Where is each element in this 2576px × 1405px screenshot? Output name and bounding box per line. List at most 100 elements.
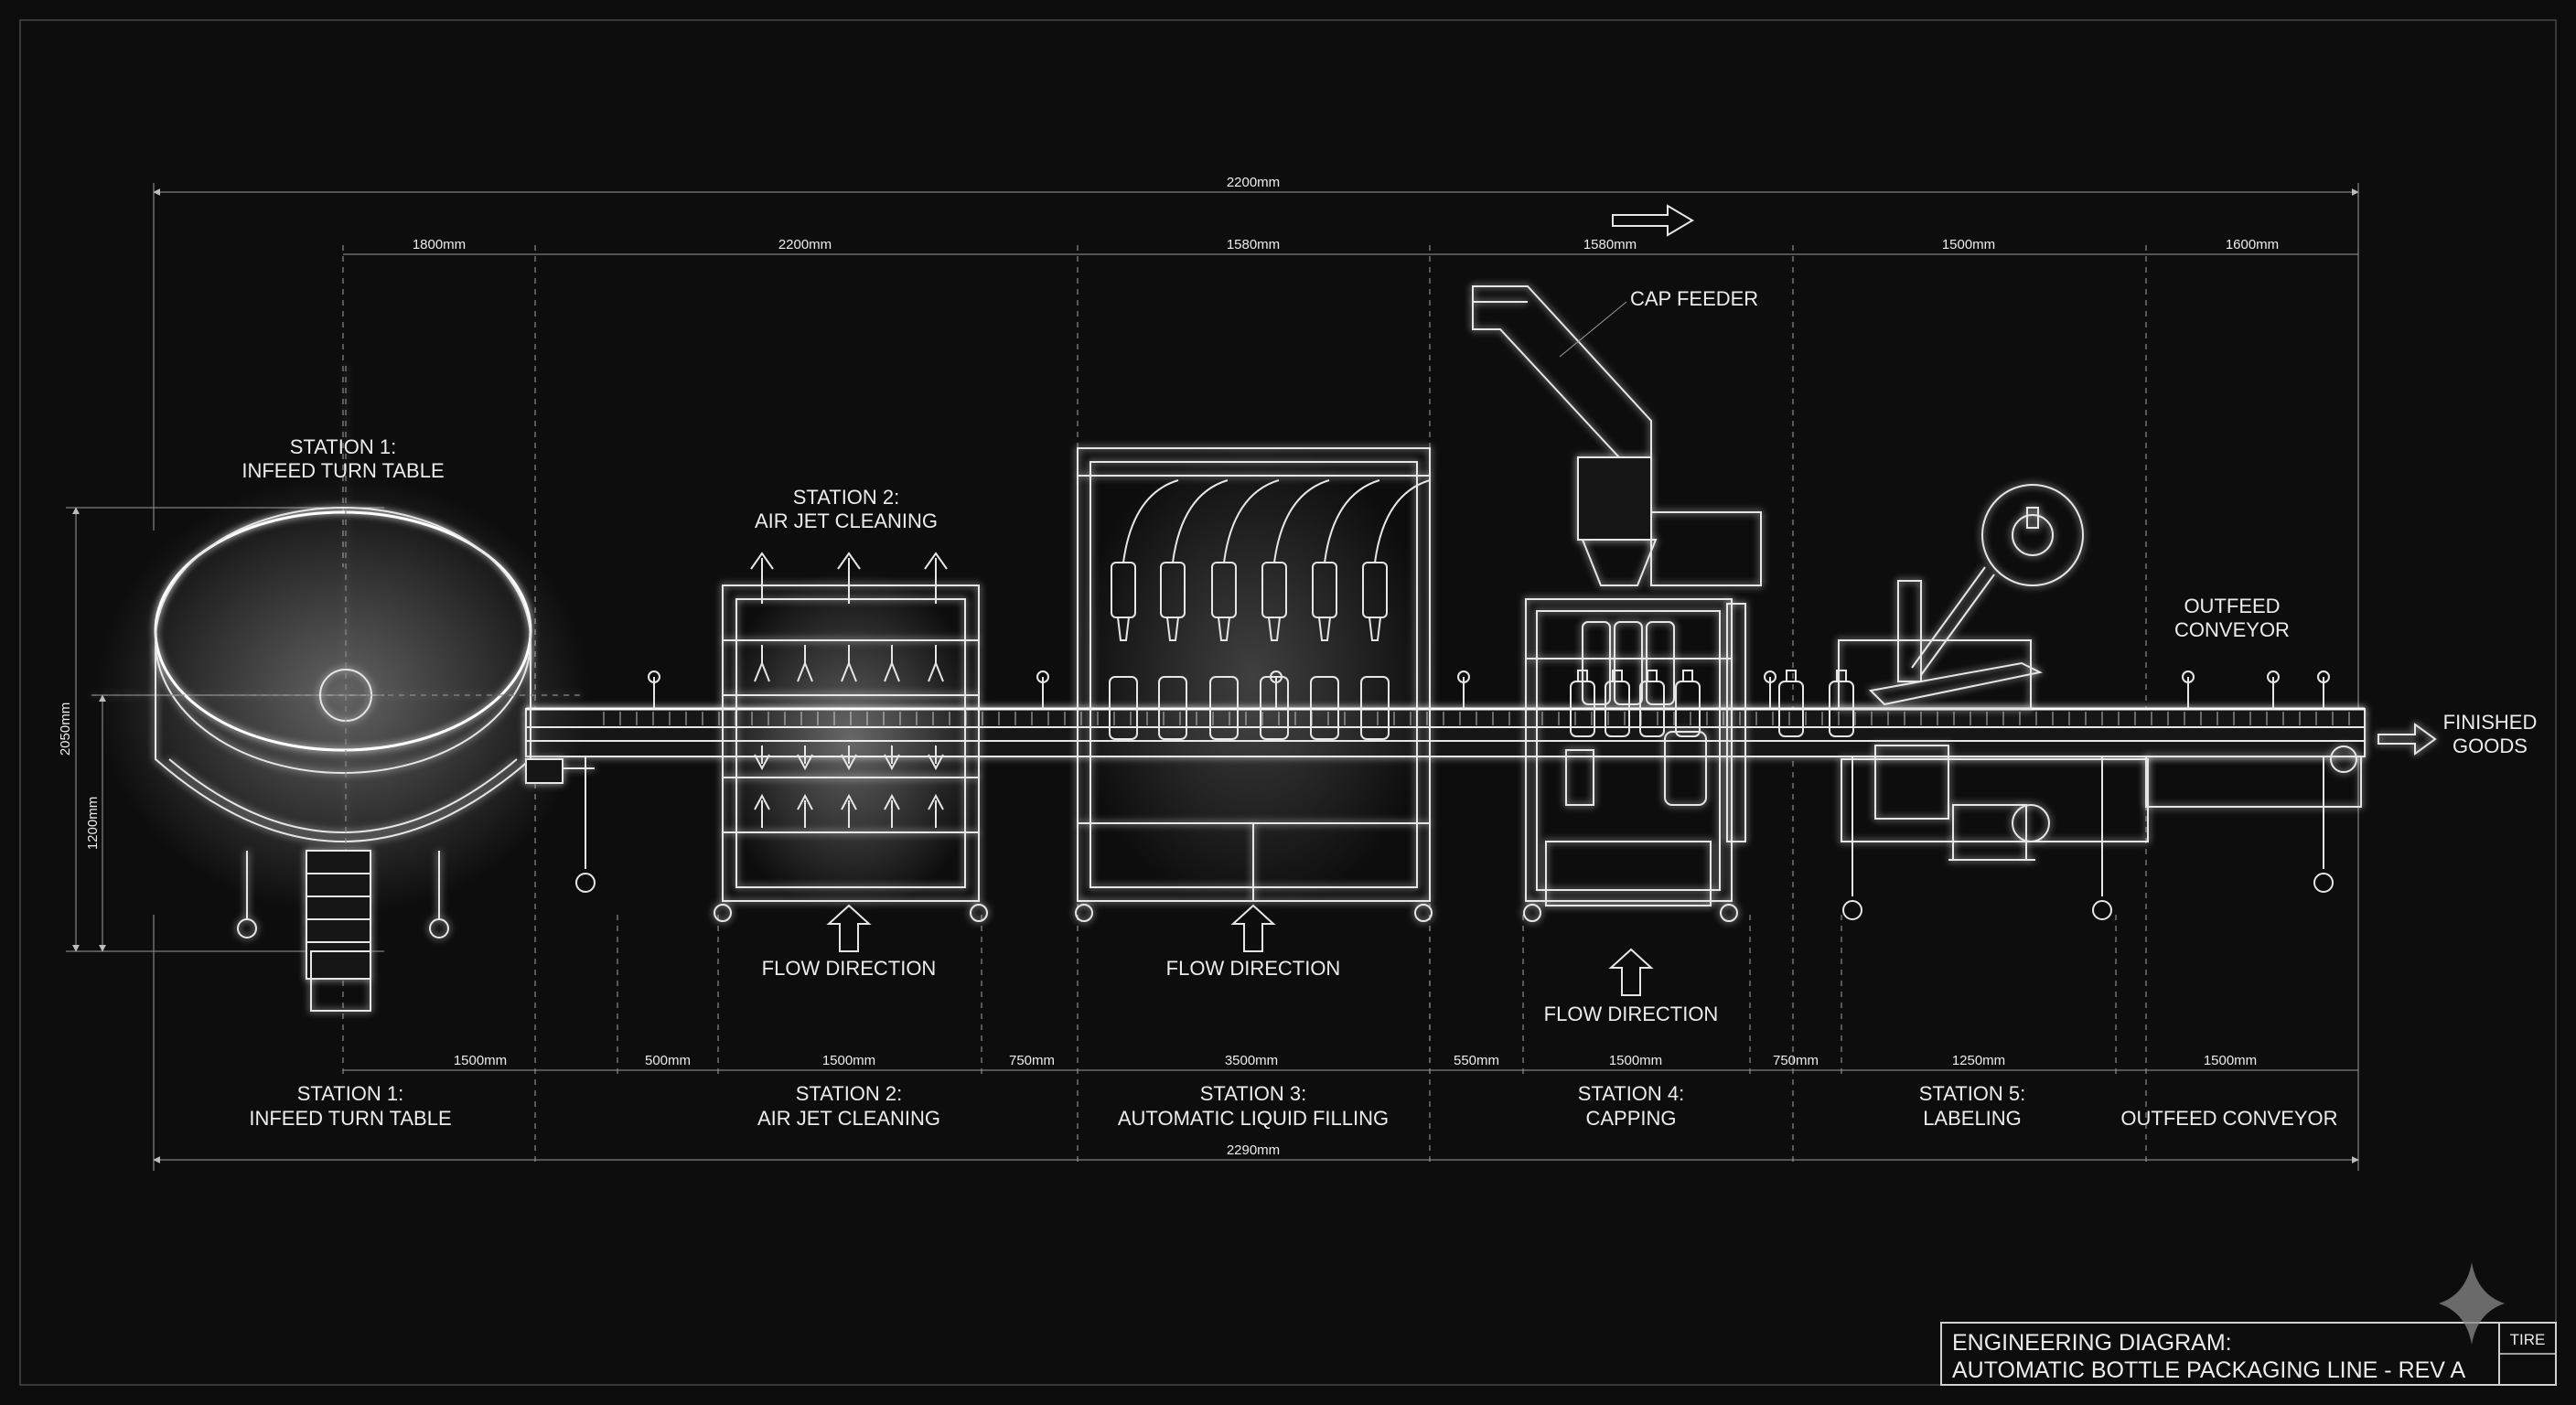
air-nozzle-bottom [754,745,770,771]
dim-bottom-seg-1: 1500mm [454,1053,507,1068]
flow-direction-label-2: FLOW DIRECTION [1166,957,1341,980]
filler-tip [1267,617,1282,641]
guide-knob [1270,670,1283,683]
cap-feeder-leader [1559,301,1627,358]
sparkle-icon [2439,1262,2505,1345]
dim-bottom-seg-2: 500mm [645,1053,691,1068]
bottle [1209,676,1239,740]
guide-knob [2317,670,2330,683]
drawing-frame [19,19,2557,1386]
air-flow-arrow [928,793,944,828]
svg-text:CONVEYOR: CONVEYOR [2174,618,2290,641]
svg-text:STATION 4:: STATION 4: [1578,1082,1685,1105]
guide-knob [1036,670,1049,683]
dim-bottom-seg-6: 550mm [1454,1053,1499,1068]
svg-text:FINISHED: FINISHED [2443,711,2538,734]
air-jet-nozzles [754,645,944,828]
filler-hose [1172,479,1229,563]
title-block: ENGINEERING DIAGRAM: AUTOMATIC BOTTLE PA… [1940,1322,2557,1386]
bottle [1310,676,1339,740]
flow-up-arrow-s4 [1608,948,1654,996]
bottle [1260,676,1289,740]
dim-top-seg-5: 1500mm [1942,237,1995,252]
bottle-neck [1786,670,1797,682]
dim-top-seg-2: 2200mm [778,237,832,252]
title-line-1: ENGINEERING DIAGRAM: [1952,1330,2232,1356]
svg-text:STATION 5:: STATION 5: [1919,1082,2026,1105]
station4-capping [1472,285,1762,922]
svg-text:STATION 2:: STATION 2: [793,486,900,509]
bottom-label-outfeed: OUTFEED CONVEYOR [2120,1107,2337,1130]
dim-bottom-seg-7: 1500mm [1609,1053,1662,1068]
filler-tip [1217,617,1231,641]
top-label-station1: STATION 1: INFEED TURN TABLE [242,435,444,482]
title-tag: TIRE [2510,1331,2546,1348]
station5-labeling [1838,484,2149,861]
dim-bottom-seg-9: 1250mm [1952,1053,2005,1068]
air-flow-arrow [754,793,770,828]
bottle [1158,676,1187,740]
dim-bottom-seg-5: 3500mm [1225,1053,1278,1068]
flow-direction-label-1: FLOW DIRECTION [762,957,937,980]
svg-text:LABELING: LABELING [1923,1107,2022,1130]
dim-overall-top: 2200mm [1227,175,1280,190]
guide-knob [1457,670,1470,683]
filler-tip [1165,617,1180,641]
bottle-neck [1577,670,1588,682]
air-nozzle-top [797,645,813,682]
flow-up-arrow-s3 [1230,904,1276,952]
dim-top-seg-6: 1600mm [2226,237,2279,252]
dim-bottom-seg-3: 1500mm [822,1053,875,1068]
svg-text:OUTFEED: OUTFEED [2184,595,2280,617]
filler-tip [1116,617,1131,641]
dim-overall-bottom: 2290mm [1227,1142,1280,1158]
bottom-label-station4: STATION 4: CAPPING [1578,1082,1685,1130]
svg-text:OUTFEED CONVEYOR: OUTFEED CONVEYOR [2120,1107,2337,1130]
guide-knob [648,670,660,683]
outfeed-conveyor [2145,723,2437,808]
filler-hose [1374,479,1431,563]
svg-text:STATION 1:: STATION 1: [297,1082,404,1105]
conveyor-guides [648,670,2330,709]
filler-hose [1223,479,1280,563]
flow-up-arrow-s2 [826,904,872,952]
filler-tip [1317,617,1332,641]
guide-knob [2182,670,2195,683]
filler-hose [1122,479,1179,563]
svg-text:GOODS: GOODS [2453,735,2528,757]
dim-top-seg-3: 1580mm [1227,237,1280,252]
air-nozzle-top [928,645,944,682]
filler-tip [1368,617,1382,641]
bottle-neck [1647,670,1658,682]
dim-top-seg-1: 1800mm [413,237,466,252]
dim-bottom-seg-8: 750mm [1773,1053,1819,1068]
top-label-station2: STATION 2: AIR JET CLEANING [755,486,938,532]
guide-knob [2267,670,2280,683]
bottle-neck [1682,670,1693,682]
conveyor-bottles [1570,670,1854,737]
svg-text:AIR JET CLEANING: AIR JET CLEANING [757,1107,940,1130]
dim-height-total: 2050mm [58,702,73,756]
svg-text:INFEED TURN TABLE: INFEED TURN TABLE [242,459,444,482]
svg-text:INFEED TURN TABLE: INFEED TURN TABLE [249,1107,451,1130]
bottom-label-station3: STATION 3: AUTOMATIC LIQUID FILLING [1118,1082,1389,1130]
bottle-neck [1612,670,1623,682]
dim-height-partial: 1200mm [85,797,101,850]
air-nozzle-bottom [841,745,857,771]
air-nozzle-bottom [884,745,900,771]
filling-nozzles [1109,479,1431,740]
svg-text:CAPPING: CAPPING [1585,1107,1676,1130]
air-nozzle-bottom [797,745,813,771]
bottle-neck [1836,670,1847,682]
filler-hose [1273,479,1330,563]
bottle [1360,676,1390,740]
guide-knob [1764,670,1776,683]
station2-air-jet [714,552,988,952]
air-nozzle-top [841,645,857,682]
svg-text:AIR JET CLEANING: AIR JET CLEANING [755,509,938,532]
station3-filling [1070,439,1436,952]
bottom-label-station2: STATION 2: AIR JET CLEANING [757,1082,940,1130]
svg-text:STATION 1:: STATION 1: [290,435,397,458]
dim-bottom-seg-4: 750mm [1009,1053,1055,1068]
